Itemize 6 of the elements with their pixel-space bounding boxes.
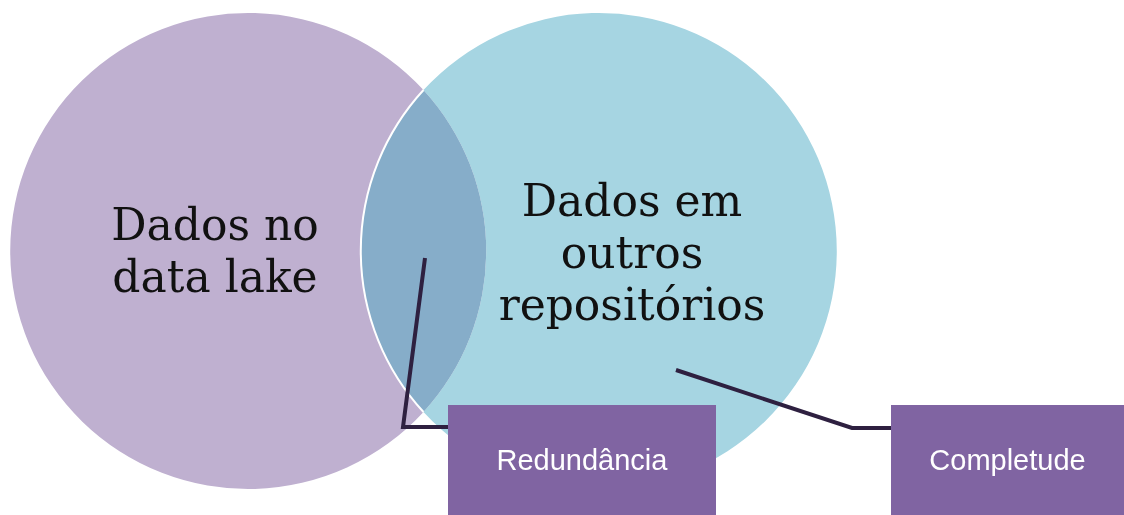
label-box: Redundância bbox=[448, 405, 716, 515]
circle-label: Dados em outros repositórios bbox=[497, 175, 767, 331]
label-box: Completude bbox=[891, 405, 1124, 515]
leader-line bbox=[675, 368, 891, 430]
circle-label: Dados no data lake bbox=[110, 199, 320, 303]
leader-line bbox=[400, 257, 448, 429]
